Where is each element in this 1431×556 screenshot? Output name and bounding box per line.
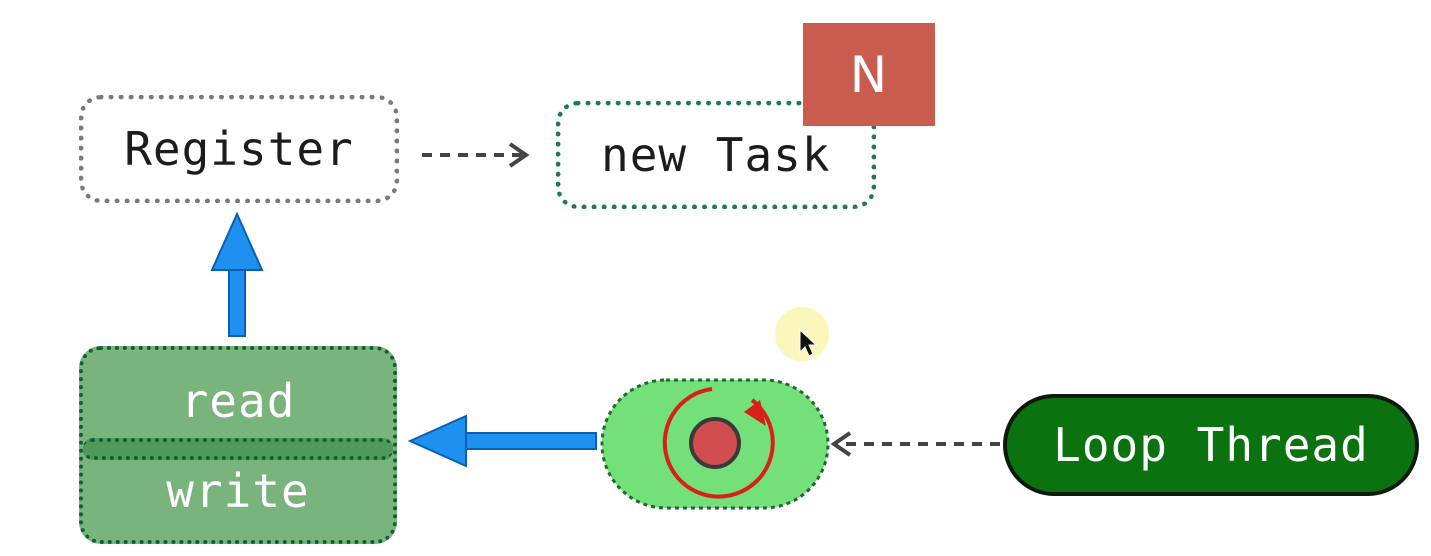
read-write-node: read write [79, 346, 397, 544]
loop-thread-node: Loop Thread [1003, 394, 1419, 496]
register-node: Register [79, 95, 399, 203]
write-label: write [166, 464, 310, 518]
new-task-badge: N [803, 23, 935, 126]
loopthread-to-selector-arrow [830, 431, 1000, 457]
selector-core-icon [689, 417, 741, 469]
read-label: read [180, 374, 296, 428]
selector-node [600, 378, 830, 510]
register-to-newtask-arrow [422, 142, 530, 168]
new-task-label: new Task [601, 128, 831, 182]
mouse-pointer-icon [799, 328, 818, 357]
read-write-divider [83, 438, 393, 460]
register-label: Register [124, 122, 354, 176]
badge-label: N [849, 45, 889, 104]
selector-to-readwrite-arrow [407, 414, 597, 468]
cycle-arrow-icon [662, 387, 775, 499]
new-task-node: new Task [556, 101, 876, 209]
loop-thread-label: Loop Thread [1053, 418, 1369, 472]
readwrite-to-register-arrow [210, 211, 264, 337]
cycle-arrowhead-icon [744, 400, 766, 426]
cursor-highlight [775, 307, 829, 361]
